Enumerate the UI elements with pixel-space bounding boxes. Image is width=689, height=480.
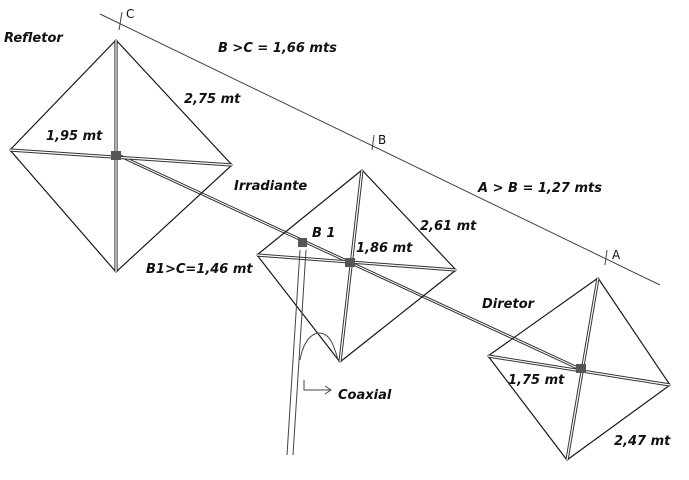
- label-ab-spacing: A > B = 1,27 mts: [477, 181, 602, 196]
- label-b: B: [378, 133, 386, 147]
- b1-feed-point: [298, 238, 307, 247]
- label-irr-spreader: 1,86 mt: [356, 241, 413, 256]
- label-ref-spreader: 1,95 mt: [46, 129, 103, 144]
- label-bc-spacing: B >C = 1,66 mts: [218, 41, 337, 56]
- tick-b: [371, 134, 375, 151]
- director-element: [487, 277, 671, 461]
- label-dir-side: 2,47 mt: [614, 434, 671, 449]
- tick-c: [118, 11, 123, 31]
- coaxial-arrow: [303, 380, 330, 391]
- label-diretor: Diretor: [482, 297, 536, 312]
- label-dir-spreader: 1,75 mt: [508, 373, 565, 388]
- driven-element: [256, 169, 457, 363]
- director-hub: [576, 364, 586, 373]
- spacing-reference-line: [99, 13, 661, 286]
- coaxial-cable: [286, 249, 339, 456]
- label-a: A: [612, 248, 621, 262]
- label-irradiante: Irradiante: [234, 179, 307, 194]
- label-b1: B 1: [312, 226, 335, 241]
- label-b1c-spacing: B1>C=1,46 mt: [146, 262, 253, 277]
- label-irr-side: 2,61 mt: [420, 219, 477, 234]
- reflector-hub: [111, 151, 121, 160]
- label-ref-side: 2,75 mt: [184, 92, 241, 107]
- label-c: C: [126, 7, 134, 21]
- label-coaxial: Coaxial: [338, 388, 392, 403]
- label-refletor: Refletor: [4, 31, 64, 46]
- tick-a: [604, 249, 608, 266]
- reflector-element: [9, 39, 233, 273]
- driven-hub: [345, 258, 355, 267]
